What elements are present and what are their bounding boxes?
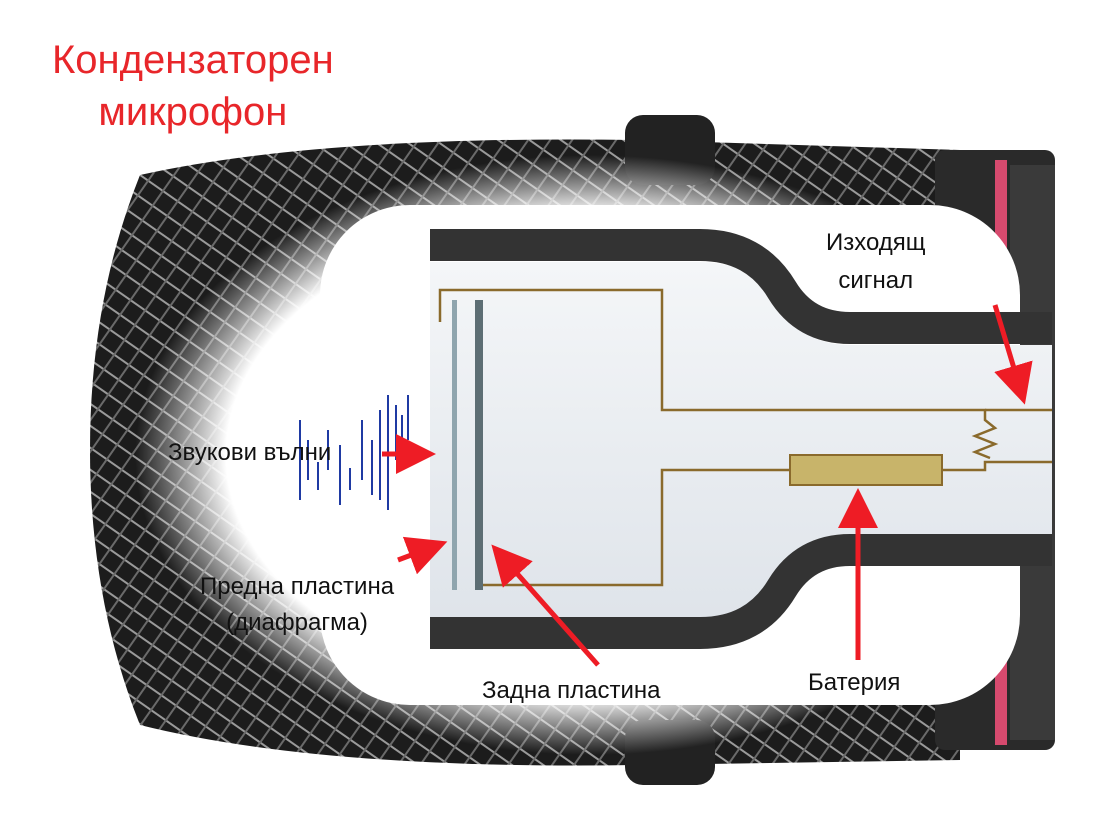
capsule-outline-lower (478, 468, 790, 587)
battery (789, 454, 943, 486)
label-front-plate-line-1: Предна пластина (200, 573, 395, 600)
title-line-2: микрофон (98, 90, 288, 134)
label-battery: Батерия (808, 669, 901, 696)
title-line-1: Кондензаторен (52, 38, 334, 82)
back-plate (475, 300, 483, 590)
label-output-line-2: сигнал (838, 267, 914, 294)
label-output-signal: Изходящ сигнал (826, 228, 926, 296)
arrow-front-plate (397, 536, 448, 575)
label-sound-waves: Звукови вълни (168, 439, 332, 466)
capsule-outline (438, 288, 975, 412)
tube-inner-area (430, 262, 1052, 618)
label-front-plate: Предна пластина (диафрагма) (200, 572, 394, 638)
label-front-plate-line-2: (диафрагма) (226, 609, 368, 636)
arrow-output (992, 304, 1033, 405)
tube-wall-bottom (430, 534, 1052, 649)
battery-wire (942, 460, 1052, 472)
diagram-title: Кондензаторен микрофон (52, 34, 334, 138)
tube-wall-top (430, 229, 1052, 344)
label-back-plate: Задна пластина (482, 677, 661, 704)
front-plate (452, 300, 457, 590)
label-output-line-1: Изходящ (826, 229, 926, 256)
pointer-arrows (382, 304, 1033, 667)
resistor (971, 408, 999, 460)
arrow-back-plate (491, 544, 600, 667)
